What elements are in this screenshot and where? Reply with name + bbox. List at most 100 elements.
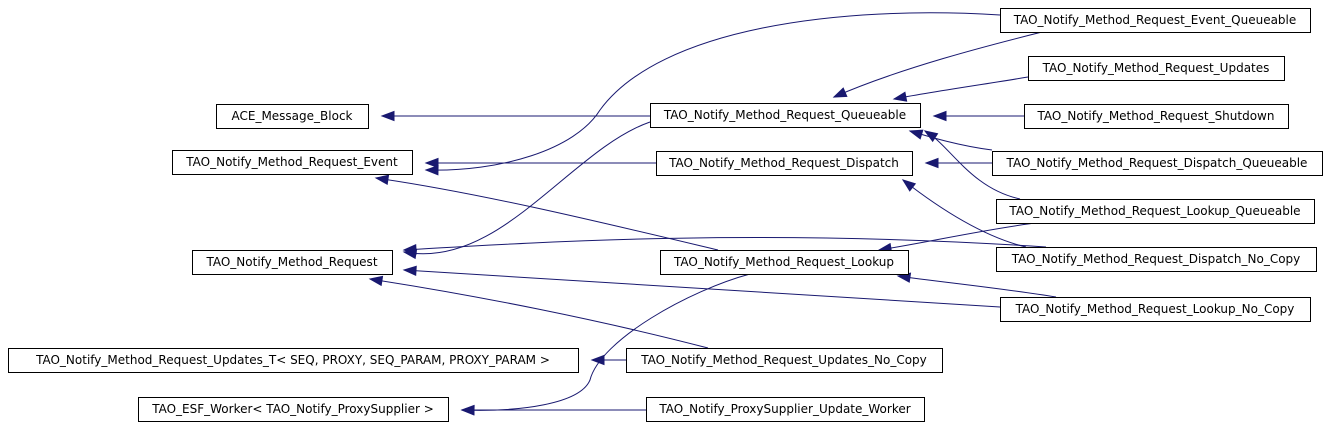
- class-node-updates-t[interactable]: TAO_Notify_Method_Request_Updates_T< SEQ…: [8, 348, 579, 373]
- class-node-proxysupplier-update-worker[interactable]: TAO_Notify_ProxySupplier_Update_Worker: [646, 397, 925, 422]
- inheritance-arrowhead: [424, 165, 439, 176]
- class-node-dispatch-no-copy[interactable]: TAO_Notify_Method_Request_Dispatch_No_Co…: [996, 247, 1317, 272]
- class-node-lookup[interactable]: TAO_Notify_Method_Request_Lookup: [660, 250, 909, 275]
- class-node-label: TAO_Notify_Method_Request_Lookup_Queueab…: [1008, 204, 1300, 218]
- inheritance-arrowhead: [901, 179, 917, 192]
- class-node-box: [996, 199, 1315, 224]
- class-node-box: [1024, 104, 1289, 129]
- edge-dispatch-to-method_request_event: [424, 157, 656, 169]
- edge-updates_no_copy-to-method_request: [368, 275, 709, 349]
- class-node-label: TAO_Notify_Method_Request_Queueable: [663, 108, 906, 122]
- class-node-box: [992, 151, 1323, 176]
- class-node-method-request[interactable]: TAO_Notify_Method_Request: [192, 250, 393, 275]
- edge-dispatch_no_copy-to-dispatch: [901, 179, 1027, 248]
- class-node-label: TAO_ESF_Worker< TAO_Notify_ProxySupplier…: [151, 402, 434, 416]
- edge-event_queueable-to-queueable: [832, 31, 1043, 98]
- class-node-label: TAO_Notify_Method_Request_Dispatch_No_Co…: [1011, 252, 1301, 266]
- inheritance-arrowhead: [374, 174, 390, 185]
- edge-line: [403, 121, 651, 255]
- class-node-box: [1000, 297, 1311, 322]
- class-node-event-queueable[interactable]: TAO_Notify_Method_Request_Event_Queueabl…: [1000, 8, 1311, 33]
- edge-shutdown-to-queueable: [932, 110, 1024, 122]
- inheritance-arrowhead: [932, 110, 947, 122]
- class-node-shutdown[interactable]: TAO_Notify_Method_Request_Shutdown: [1024, 104, 1289, 129]
- class-node-label: TAO_Notify_Method_Request_Shutdown: [1037, 109, 1275, 123]
- class-node-label: ACE_Message_Block: [231, 109, 352, 123]
- class-node-box: [1028, 56, 1285, 81]
- class-node-label: TAO_Notify_Method_Request_Event_Queueabl…: [1013, 13, 1297, 27]
- inheritance-arrowhead: [402, 265, 417, 276]
- inheritance-arrowhead: [460, 405, 475, 416]
- edge-lookup_no_copy-to-method_request: [402, 265, 1001, 308]
- edge-line: [893, 76, 1029, 100]
- class-node-label: TAO_Notify_Method_Request_Updates_No_Cop…: [640, 353, 927, 367]
- edge-lookup-to-esf_worker: [460, 273, 751, 416]
- edge-line: [897, 275, 1057, 298]
- class-node-updates[interactable]: TAO_Notify_Method_Request_Updates: [1028, 56, 1285, 81]
- inheritance-arrowhead: [380, 110, 395, 122]
- edge-line: [425, 12, 1001, 171]
- inheritance-arrowhead: [832, 87, 848, 98]
- class-node-box: [660, 250, 909, 275]
- class-node-method-request-event[interactable]: TAO_Notify_Method_Request_Event: [172, 150, 413, 175]
- edge-queueable-to-ace_message_block: [380, 110, 650, 122]
- edge-updates_no_copy-to-updates_t: [590, 354, 626, 366]
- edge-queueable-to-method_request: [402, 121, 651, 260]
- class-node-box: [650, 103, 921, 128]
- class-node-label: TAO_Notify_Method_Request_Dispatch: [668, 156, 899, 170]
- inheritance-arrowhead: [924, 157, 939, 169]
- class-node-queueable[interactable]: TAO_Notify_Method_Request_Queueable: [650, 103, 921, 128]
- edge-line: [878, 221, 1043, 251]
- edge-line: [369, 278, 709, 349]
- class-node-box: [138, 397, 449, 422]
- class-node-box: [1000, 8, 1311, 33]
- class-node-label: TAO_Notify_ProxySupplier_Update_Worker: [658, 402, 910, 416]
- inheritance-arrowhead: [402, 244, 417, 255]
- class-node-ace-message-block[interactable]: ACE_Message_Block: [216, 104, 369, 129]
- edge-dispatch_queueable-to-dispatch: [924, 157, 992, 169]
- edges-layer: [368, 12, 1057, 416]
- inheritance-arrowhead: [923, 130, 939, 143]
- class-node-label: TAO_Notify_Method_Request_Updates_T< SEQ…: [35, 353, 550, 367]
- class-node-label: TAO_Notify_Method_Request_Lookup: [673, 255, 894, 269]
- edge-line: [902, 179, 1027, 248]
- class-node-label: TAO_Notify_Method_Request_Event: [185, 155, 398, 169]
- class-node-box: [216, 104, 369, 129]
- class-node-lookup-no-copy[interactable]: TAO_Notify_Method_Request_Lookup_No_Copy: [1000, 297, 1311, 322]
- edge-dispatch_queueable-to-queueable: [908, 129, 993, 151]
- class-node-label: TAO_Notify_Method_Request_Lookup_No_Copy: [1015, 302, 1295, 316]
- class-node-label: TAO_Notify_Method_Request_Dispatch_Queue…: [1006, 156, 1308, 170]
- inheritance-arrowhead: [908, 129, 924, 140]
- edge-lookup-to-method_request_event: [374, 174, 719, 251]
- inheritance-arrowhead: [424, 157, 439, 169]
- class-node-box: [656, 151, 913, 176]
- edge-line: [461, 273, 751, 411]
- inheritance-arrowhead: [368, 275, 384, 287]
- inheritance-arrowhead: [892, 91, 908, 102]
- class-node-box: [8, 348, 579, 373]
- edge-line: [375, 177, 719, 251]
- class-node-box: [626, 348, 943, 373]
- class-node-lookup-queueable[interactable]: TAO_Notify_Method_Request_Lookup_Queueab…: [996, 199, 1315, 224]
- edge-line: [909, 130, 993, 151]
- edge-line: [833, 31, 1043, 98]
- edge-updates-to-queueable: [892, 76, 1029, 102]
- class-node-box: [172, 150, 413, 175]
- edge-lookup_queueable-to-queueable: [923, 130, 1021, 200]
- edge-dispatch_no_copy-to-method_request: [402, 237, 1047, 255]
- class-node-dispatch[interactable]: TAO_Notify_Method_Request_Dispatch: [656, 151, 913, 176]
- edge-event_queueable-to-method_request_event: [424, 12, 1001, 176]
- edge-line: [403, 269, 1001, 308]
- inheritance-arrowhead: [590, 354, 605, 366]
- class-node-box: [192, 250, 393, 275]
- class-node-updates-no-copy[interactable]: TAO_Notify_Method_Request_Updates_No_Cop…: [626, 348, 943, 373]
- edge-lookup_no_copy-to-lookup: [896, 272, 1057, 298]
- class-node-box: [996, 247, 1317, 272]
- class-node-label: TAO_Notify_Method_Request: [205, 255, 377, 269]
- class-node-dispatch-queueable[interactable]: TAO_Notify_Method_Request_Dispatch_Queue…: [992, 151, 1323, 176]
- nodes-layer: ACE_Message_BlockTAO_Notify_Method_Reque…: [8, 8, 1323, 422]
- class-node-esf-worker[interactable]: TAO_ESF_Worker< TAO_Notify_ProxySupplier…: [138, 397, 449, 422]
- class-node-label: TAO_Notify_Method_Request_Updates: [1042, 61, 1270, 75]
- edge-line: [403, 237, 1047, 251]
